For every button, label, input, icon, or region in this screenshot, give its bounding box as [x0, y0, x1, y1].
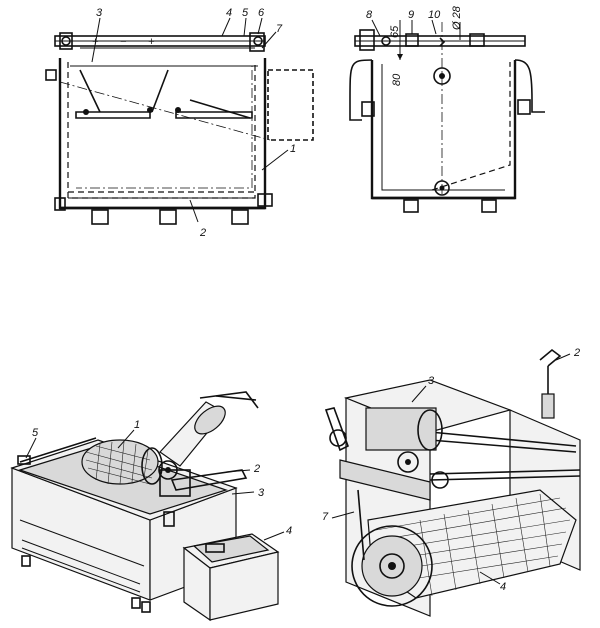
callout-labels-machine-right: 2 3 7 4: [322, 347, 580, 593]
callout-2: 2: [253, 463, 260, 475]
machine-view-left: [10, 391, 285, 622]
svg-text:−: −: [120, 36, 127, 48]
svg-text:+: +: [148, 36, 155, 48]
callout-4: 4: [500, 581, 506, 593]
callout-9: 9: [408, 9, 414, 21]
screen-mesh: [375, 493, 571, 597]
section-view-left: + − +: [45, 17, 314, 225]
callout-3: 3: [96, 7, 103, 19]
callout-5: 5: [242, 7, 249, 19]
callout-3: 3: [428, 375, 435, 387]
callout-3: 3: [258, 487, 265, 499]
machine-view-right: [324, 348, 581, 617]
callout-4: 4: [286, 525, 292, 537]
dimension-65: 65: [389, 25, 401, 38]
callout-5: 5: [32, 427, 39, 439]
callout-2: 2: [199, 227, 206, 239]
callout-2: 2: [573, 347, 580, 359]
callout-1: 1: [290, 143, 296, 155]
callout-labels-section-left: 3 4 5 6 7 1 2: [96, 7, 296, 239]
callout-10: 10: [428, 9, 441, 21]
callout-1: 1: [134, 419, 140, 431]
callout-4: 4: [226, 7, 232, 19]
section-view-right: [349, 19, 545, 213]
callout-8: 8: [366, 9, 373, 21]
dimension-diameter-28: Ø 28: [451, 5, 463, 31]
callout-labels-section-right: 8 65 9 10 Ø 28 80: [366, 5, 463, 86]
callout-labels-machine-left: 5 1 2 3 4: [32, 419, 292, 537]
callout-7: 7: [322, 511, 329, 523]
dimension-80: 80: [391, 73, 403, 86]
callout-7: 7: [276, 23, 283, 35]
drum-mesh: [85, 441, 153, 485]
callout-6: 6: [258, 7, 265, 19]
